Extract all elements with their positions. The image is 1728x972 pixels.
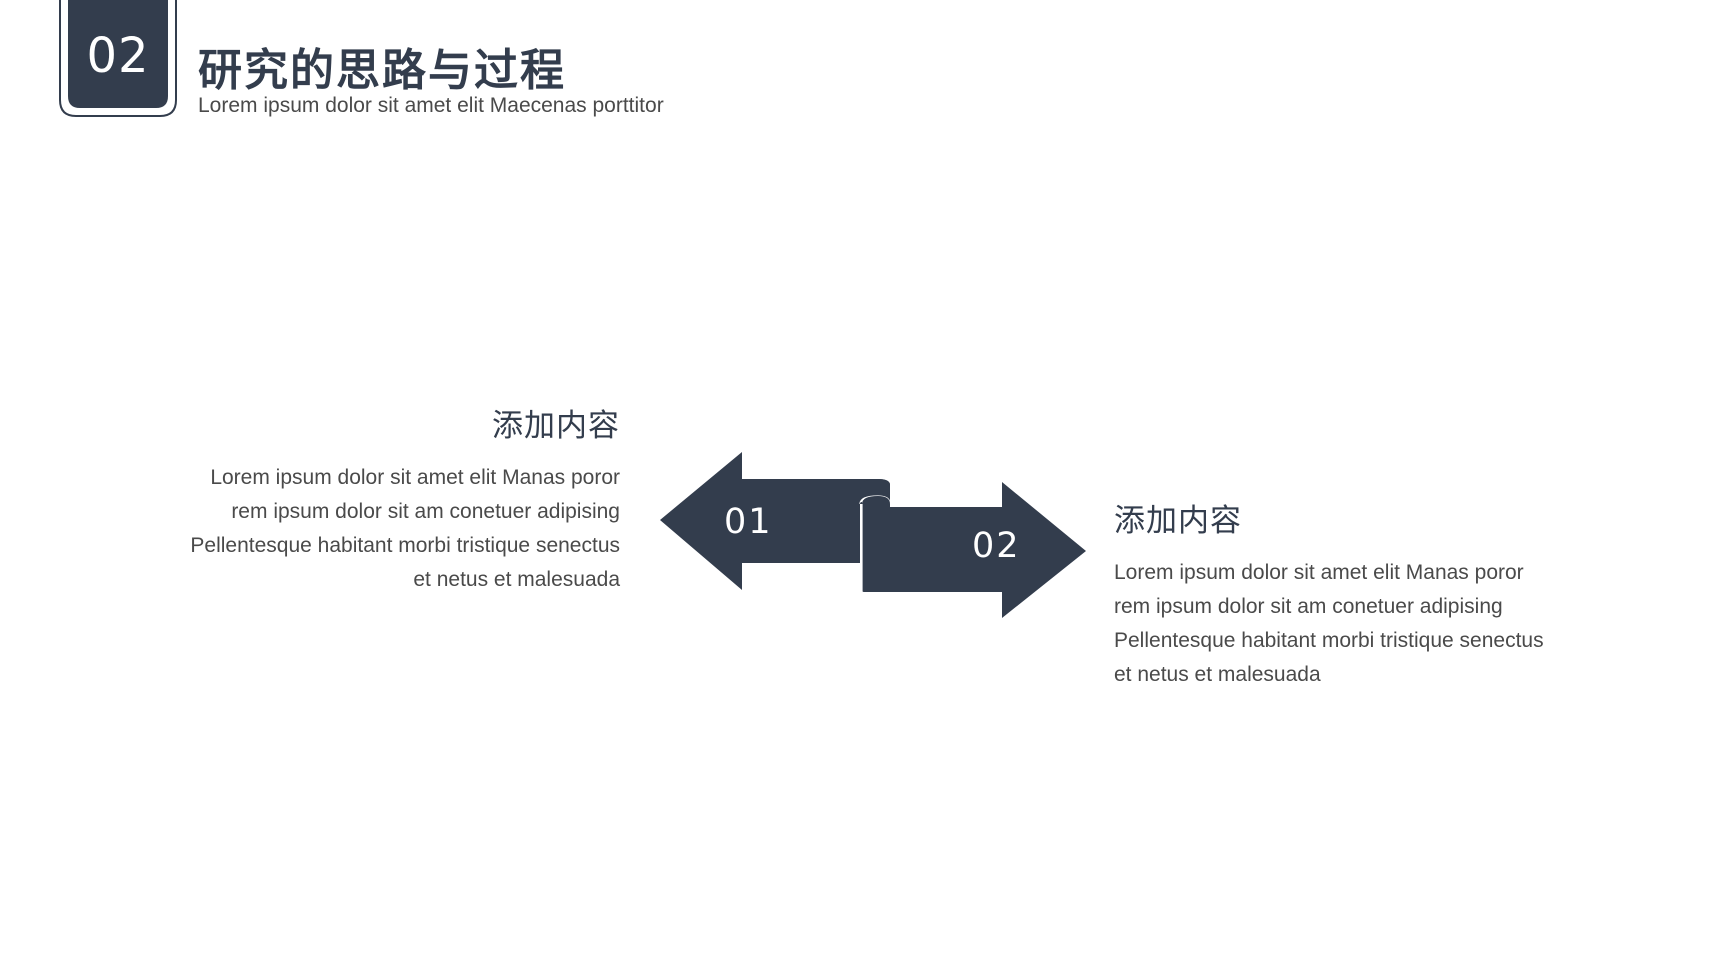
step-1-text-block: 添加内容 Lorem ipsum dolor sit amet elit Man…	[140, 400, 620, 597]
right-arrow	[860, 482, 1086, 618]
section-badge: 02	[58, 0, 178, 118]
step-2-line: et netus et malesuada	[1114, 663, 1321, 686]
ribbon-fold	[860, 479, 890, 504]
step-1-heading: 添加内容	[492, 408, 620, 444]
step-2-line: rem ipsum dolor sit am conetuer adipisin…	[1114, 595, 1503, 618]
step-1-number: 01	[724, 502, 773, 542]
page-subtitle: Lorem ipsum dolor sit amet elit Maecenas…	[198, 94, 664, 117]
step-1-line: rem ipsum dolor sit am conetuer adipisin…	[231, 500, 620, 523]
step-2-body: Lorem ipsum dolor sit amet elit Manas po…	[1114, 556, 1614, 692]
section-badge-shape	[59, 0, 177, 117]
step-2-line: Lorem ipsum dolor sit amet elit Manas po…	[1114, 561, 1524, 584]
step-1-line: Pellentesque habitant morbi tristique se…	[190, 534, 620, 557]
left-arrow	[660, 452, 890, 590]
arrows-diagram: 01 02	[650, 440, 1100, 630]
arrows-shape	[660, 452, 1086, 618]
step-2-number: 02	[972, 526, 1021, 566]
step-2-line: Pellentesque habitant morbi tristique se…	[1114, 629, 1544, 652]
step-1-line: Lorem ipsum dolor sit amet elit Manas po…	[210, 466, 620, 489]
section-number: 02	[86, 28, 150, 84]
step-2-heading: 添加内容	[1114, 503, 1242, 539]
step-1-body: Lorem ipsum dolor sit amet elit Manas po…	[140, 461, 620, 597]
page-title: 研究的思路与过程	[198, 45, 566, 96]
step-1-line: et netus et malesuada	[413, 568, 620, 591]
step-2-text-block: 添加内容 Lorem ipsum dolor sit amet elit Man…	[1114, 495, 1614, 692]
